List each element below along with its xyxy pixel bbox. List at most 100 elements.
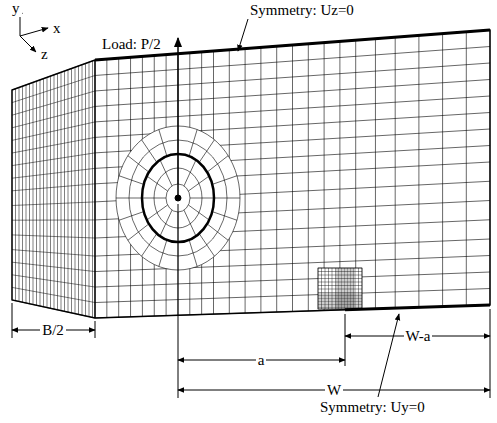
mesh-line [61, 72, 62, 310]
mesh-line [50, 76, 51, 308]
crack-tip-mesh [318, 268, 362, 309]
dimension-label: W [325, 382, 343, 399]
mesh-line [318, 298, 362, 299]
mesh-line [33, 82, 34, 304]
mesh-line [318, 300, 362, 301]
mesh-line [318, 303, 362, 304]
mesh-line [68, 70, 69, 312]
mesh-line [15, 89, 16, 301]
mesh-line [466, 32, 467, 306]
leader-line [238, 19, 248, 51]
mesh-line [92, 61, 93, 318]
mesh-line [12, 219, 95, 220]
dimension-label: W-a [404, 328, 433, 345]
axis-arrow [20, 36, 36, 52]
extension-line [345, 314, 346, 366]
mesh-line [184, 210, 196, 236]
mesh-line [318, 285, 362, 286]
mesh-line [318, 297, 362, 298]
mesh-line [318, 292, 362, 293]
mesh-line [442, 34, 443, 307]
mesh-line [318, 278, 362, 279]
mesh-line [47, 77, 48, 307]
mesh-line [318, 282, 362, 283]
dimension-lines [12, 8, 490, 398]
mesh-line [12, 75, 95, 102]
mesh-line [12, 275, 95, 287]
mesh-line [12, 262, 95, 271]
load-label: Load: P/2 [100, 36, 163, 53]
mesh-line [12, 168, 95, 178]
mesh-line [375, 39, 376, 309]
dimension-label: a [256, 352, 267, 369]
mesh-line [318, 306, 362, 307]
mesh-line [160, 160, 172, 186]
load-point [175, 195, 181, 201]
axis-label: y [10, 0, 22, 17]
mesh-line [54, 75, 55, 309]
boundary-note: Symmetry: Uz=0 [248, 2, 356, 19]
mesh-line [318, 295, 362, 296]
dimension-label: B/2 [40, 322, 66, 339]
mesh-line [71, 68, 72, 312]
extension-line [12, 303, 13, 338]
mesh-line [160, 210, 172, 236]
extension-line [490, 309, 491, 398]
refined-region [318, 268, 362, 309]
mesh-line [40, 80, 41, 306]
mesh-line [95, 63, 490, 91]
mesh-line [318, 268, 362, 269]
mesh-line [106, 59, 107, 318]
mesh-line [292, 45, 293, 312]
mesh-line [308, 44, 309, 311]
mesh-line [95, 96, 490, 122]
mesh-line [78, 66, 79, 314]
outline [12, 30, 490, 318]
symmetry-edge [345, 305, 490, 310]
mesh-line [12, 287, 95, 302]
mesh-line [318, 271, 362, 272]
mesh-line [12, 235, 95, 238]
mesh-line [85, 63, 86, 316]
mesh-line [418, 35, 419, 307]
side-face-grid [12, 60, 95, 318]
mesh-line [318, 294, 362, 295]
mesh-line [395, 37, 396, 308]
mesh-line [95, 289, 490, 303]
mesh-line [318, 289, 362, 290]
mesh-line [318, 307, 362, 308]
mesh-line [12, 122, 95, 140]
load-arrow [177, 38, 179, 198]
mesh-line [95, 80, 490, 107]
mesh-line [82, 65, 83, 315]
axis-label: x [51, 20, 63, 37]
mesh-line [75, 67, 76, 313]
mesh-line [12, 202, 95, 206]
extension-line [178, 204, 179, 398]
mesh-line [29, 84, 30, 304]
mesh-line [12, 184, 95, 191]
mesh-line [95, 272, 490, 287]
mesh [12, 30, 490, 318]
mesh-line [12, 91, 95, 115]
specimen-outline [12, 30, 490, 318]
mesh-line [19, 87, 20, 301]
mesh-line [12, 137, 95, 153]
mesh-line [89, 62, 90, 317]
mesh-line [95, 30, 490, 60]
boundary-note: Symmetry: Uy=0 [318, 399, 427, 416]
mesh-line [12, 250, 95, 256]
mesh-line [184, 160, 196, 186]
mesh-line [12, 153, 95, 166]
mesh-line [26, 85, 27, 303]
mesh-line [245, 49, 246, 313]
mesh-line [64, 71, 65, 311]
mesh-line [57, 74, 58, 310]
symmetry-edge [95, 30, 490, 60]
axis-arrow [20, 28, 48, 36]
mesh-line [276, 46, 277, 312]
mesh-line [36, 81, 37, 305]
mesh-line [22, 86, 23, 302]
